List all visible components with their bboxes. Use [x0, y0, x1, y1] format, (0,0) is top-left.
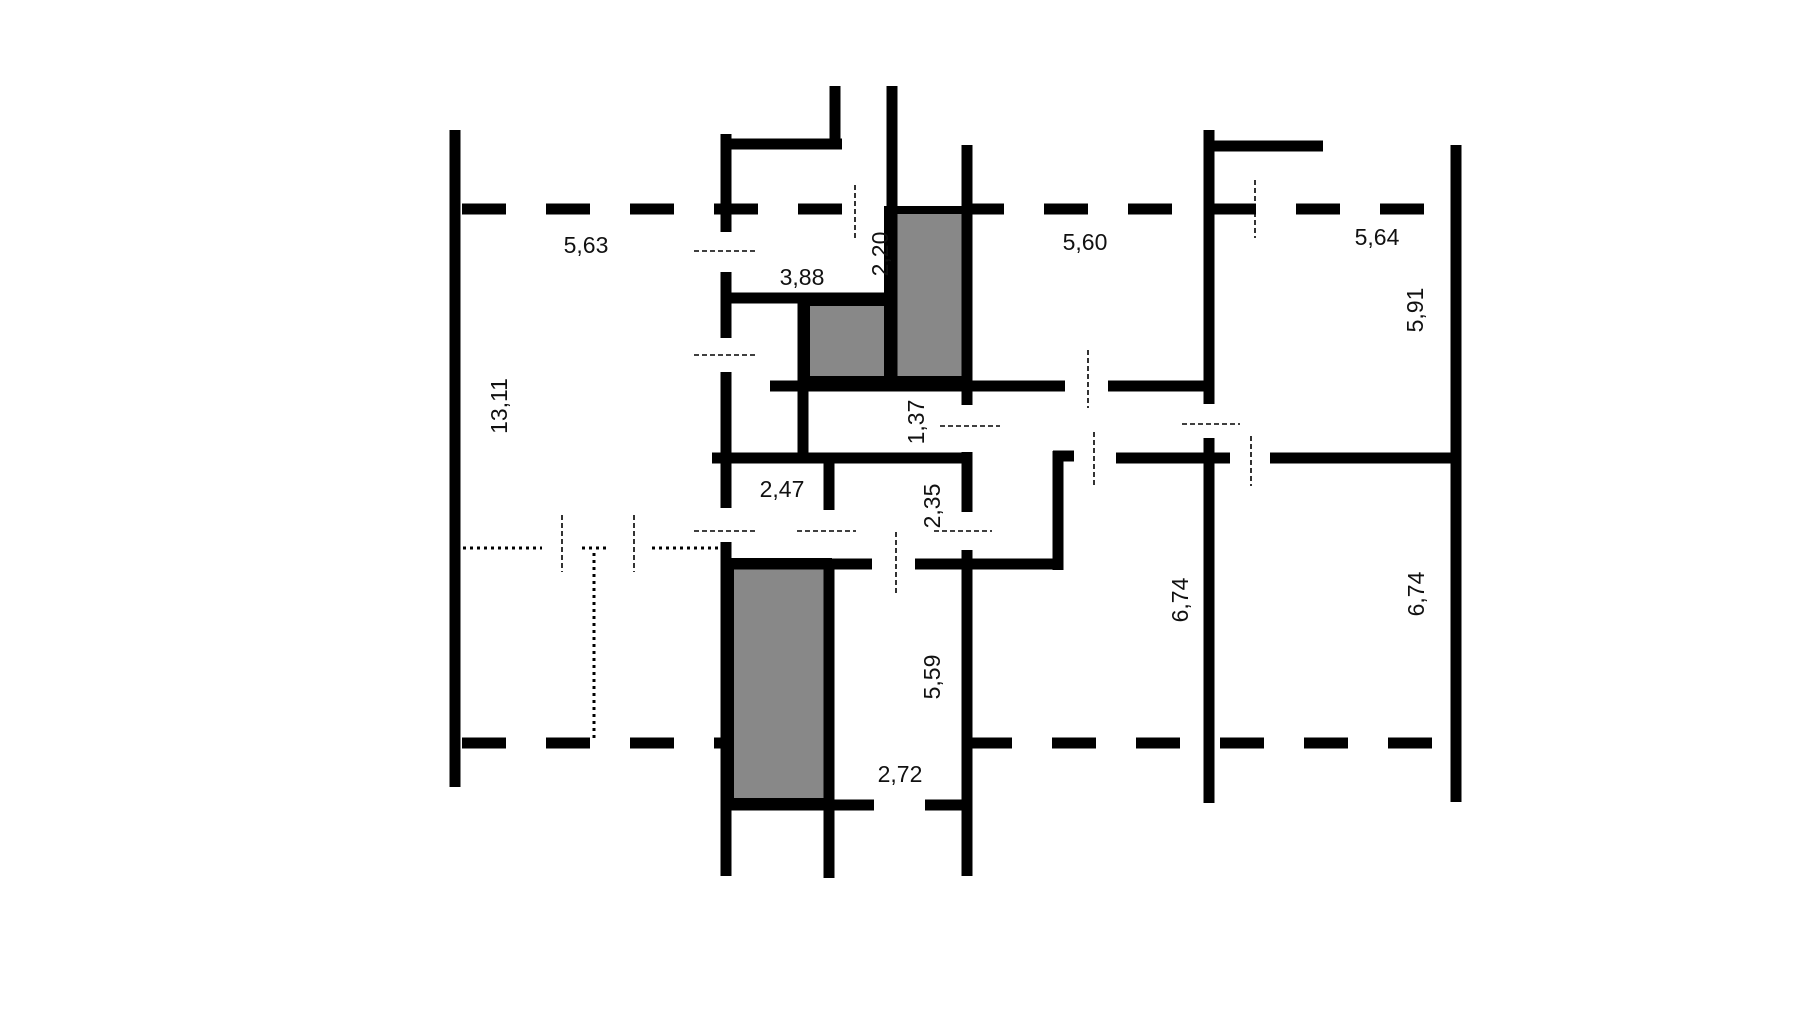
dimension-2-35: 2,35 — [919, 484, 945, 529]
dimension-2-20: 2,20 — [867, 232, 893, 277]
dimension-5-59: 5,59 — [919, 655, 945, 700]
openings — [561, 180, 1256, 595]
shaded-block-lower — [726, 558, 832, 806]
dimension-6-74-right: 6,74 — [1403, 571, 1429, 616]
shaded-block-small — [802, 298, 892, 384]
dimension-labels: 13,11 5,63 3,88 2,20 5,60 5,64 5,91 1,37… — [486, 224, 1429, 787]
dimension-5-60: 5,60 — [1063, 229, 1108, 255]
dimension-5-91: 5,91 — [1402, 288, 1428, 333]
dimension-13-11: 13,11 — [486, 378, 512, 434]
dimension-6-74-mid: 6,74 — [1167, 577, 1193, 622]
dimension-2-47: 2,47 — [760, 476, 805, 502]
dimension-5-63: 5,63 — [564, 232, 609, 258]
dimension-5-64: 5,64 — [1355, 224, 1400, 250]
dotted-partitions — [463, 546, 726, 738]
dimension-1-37: 1,37 — [903, 400, 929, 445]
walls — [449, 86, 1462, 878]
shaded-block-tall — [884, 206, 971, 384]
dimension-3-88: 3,88 — [780, 264, 825, 290]
dimension-2-72: 2,72 — [878, 761, 923, 787]
